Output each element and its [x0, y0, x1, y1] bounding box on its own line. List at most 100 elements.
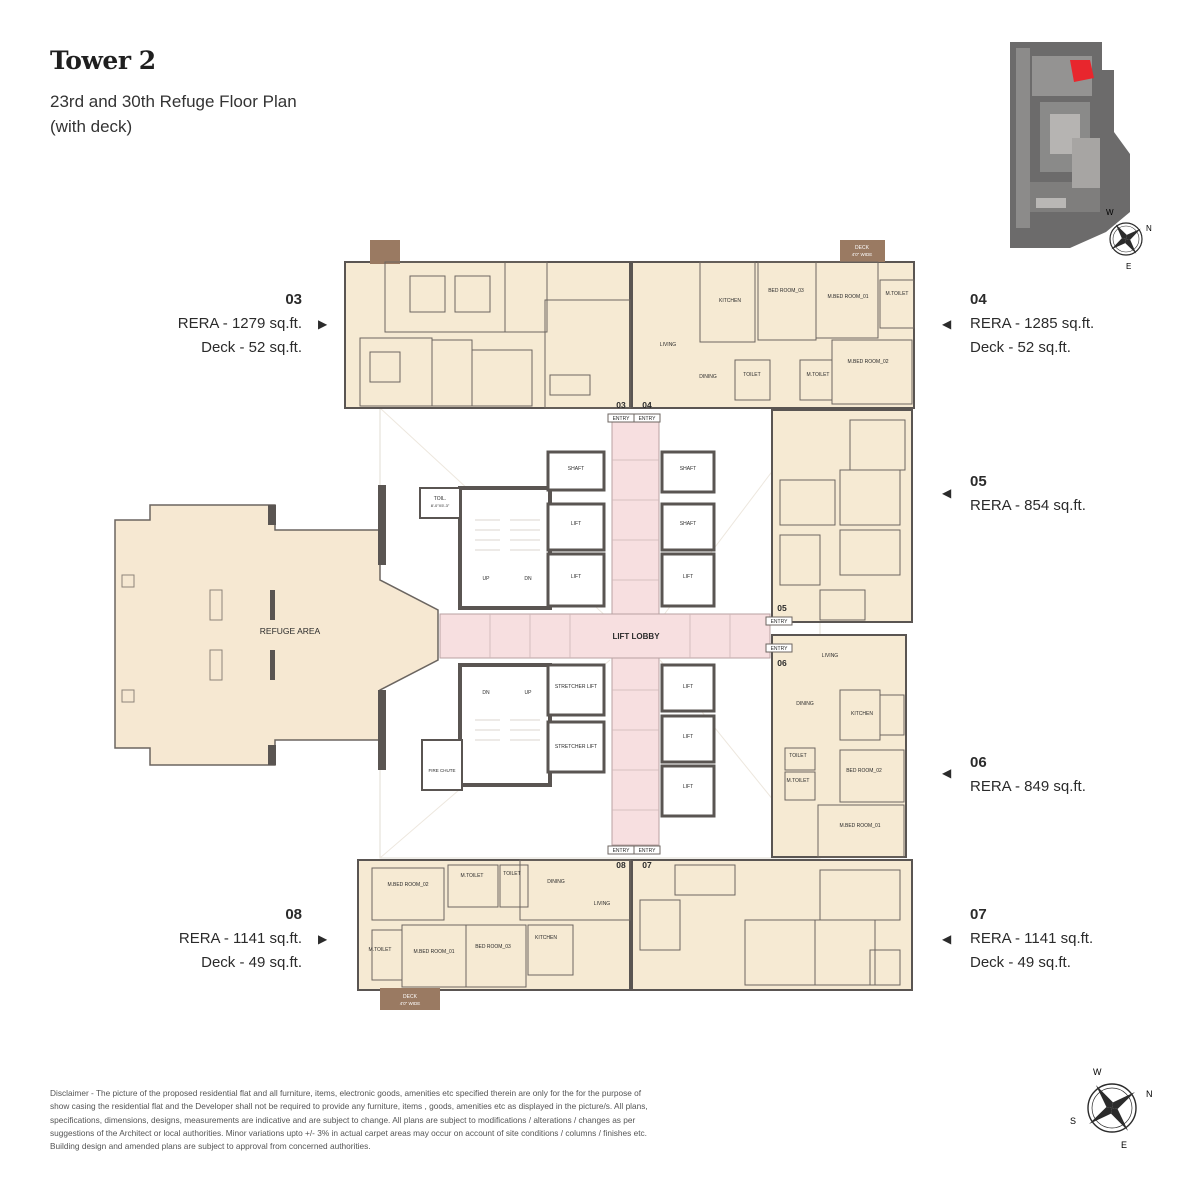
tag-06: 06 — [777, 658, 787, 668]
lift-label-6: LIFT — [683, 784, 693, 790]
m-bed-room-01-label-08: M.BED ROOM_01 — [413, 949, 454, 955]
unit-07-rera: RERA - 1141 sq.ft. — [970, 930, 1094, 947]
unit-04-rera: RERA - 1285 sq.ft. — [970, 315, 1095, 332]
entry-03-label: ENTRY — [613, 416, 631, 422]
entry-05-label: ENTRY — [771, 619, 789, 625]
unit-04-deck: Deck - 52 sq.ft. — [970, 339, 1071, 356]
entry-07-label: ENTRY — [639, 848, 657, 854]
m-toilet-label-06: M.TOILET — [787, 778, 810, 784]
lift-label-4: LIFT — [683, 684, 693, 690]
unit-06-rera: RERA - 849 sq.ft. — [970, 778, 1086, 795]
tag-05: 05 — [777, 603, 787, 613]
unit-08-info: 08 RERA - 1141 sq.ft. Deck - 49 sq.ft. — [179, 903, 302, 975]
living-label-04: LIVING — [660, 342, 677, 348]
compass-large-s: S — [1070, 1116, 1076, 1126]
lift-label-3: LIFT — [683, 574, 693, 580]
stair-dn-2: DN — [482, 690, 490, 696]
key-plan-highlight — [1070, 60, 1094, 82]
toilet-label-06: TOILET — [789, 753, 806, 759]
compass-small-w: W — [1106, 208, 1114, 217]
compass-icon-large: W N S E — [1070, 1067, 1153, 1150]
stretcher-lift-label-2: STRETCHER LIFT — [555, 744, 597, 750]
unit-04-number: 04 — [970, 291, 987, 308]
apartment-04-shape — [631, 261, 915, 409]
unit-07-number: 07 — [970, 906, 987, 923]
m-toilet-label-08b: M.TOILET — [369, 947, 392, 953]
refuge-area-shape — [114, 504, 439, 766]
kitchen-label-08: KITCHEN — [535, 935, 557, 941]
apartment-07-shape — [631, 859, 913, 991]
m-bed-room-02-label-04: M.BED ROOM_02 — [847, 359, 888, 365]
toilet-label-04: TOILET — [743, 372, 760, 378]
unit-08-arrow-icon: ▶ — [318, 932, 328, 946]
unit-08-rera: RERA - 1141 sq.ft. — [178, 930, 302, 947]
living-label-08: LIVING — [594, 901, 611, 907]
unit-03-rera: RERA - 1279 sq.ft. — [177, 315, 302, 332]
unit-08-deck: Deck - 49 sq.ft. — [201, 954, 302, 971]
unit-05-rera: RERA - 854 sq.ft. — [970, 497, 1086, 514]
m-toilet-label-04b: M.TOILET — [807, 372, 830, 378]
shaft-label-1: SHAFT — [568, 466, 584, 472]
deck-top-size: 4'0" WIDE — [852, 252, 872, 257]
bed-room-02-label-06: BED ROOM_02 — [846, 768, 882, 774]
fire-chute-label: FIRE CHUTE — [429, 768, 456, 773]
unit-07-deck: Deck - 49 sq.ft. — [970, 954, 1071, 971]
tag-08: 08 — [616, 860, 626, 870]
deck-bottom-label: DECK — [403, 994, 418, 1000]
toil-label: TOIL. — [434, 496, 446, 502]
tag-04: 04 — [642, 400, 652, 410]
refuge-area-label: REFUGE AREA — [260, 626, 321, 636]
compass-icon-small: W N E — [1106, 208, 1152, 271]
apartment-03-shape — [344, 261, 631, 409]
floor-subtitle-line1: 23rd and 30th Refuge Floor Plan — [50, 92, 297, 111]
disclaimer-text: Disclaimer - The picture of the proposed… — [50, 1088, 648, 1152]
living-label-06: LIVING — [822, 653, 839, 659]
unit-06-number: 06 — [970, 754, 987, 771]
deck-bottom-size: 4'0" WIDE — [400, 1001, 420, 1006]
kitchen-label-06: KITCHEN — [851, 711, 873, 717]
m-bed-room-02-label-08: M.BED ROOM_02 — [387, 882, 428, 888]
deck-top-label: DECK — [855, 245, 870, 251]
floor-subtitle: 23rd and 30th Refuge Floor Plan (with de… — [50, 89, 297, 139]
unit-07-arrow-icon: ◀ — [942, 932, 952, 946]
apartment-05-shape — [771, 409, 913, 623]
stair-up-2: UP — [525, 690, 533, 696]
lift-lobby-label: LIFT LOBBY — [612, 632, 660, 641]
toil-size: 8'-0"X5'-3" — [431, 503, 450, 508]
dining-label-04: DINING — [699, 374, 717, 380]
lift-label-1: LIFT — [571, 521, 581, 527]
toilet-label-08: TOILET — [503, 871, 520, 877]
entry-08-label: ENTRY — [613, 848, 631, 854]
compass-large-n: N — [1146, 1089, 1153, 1099]
unit-03-arrow-icon: ▶ — [318, 317, 328, 331]
unit-04-arrow-icon: ◀ — [942, 317, 952, 331]
compass-small-e: E — [1126, 262, 1131, 271]
unit-06-arrow-icon: ◀ — [942, 766, 952, 780]
unit-08-number: 08 — [285, 906, 302, 923]
m-toilet-label-08: M.TOILET — [461, 873, 484, 879]
stretcher-lift-label-1: STRETCHER LIFT — [555, 684, 597, 690]
unit-06-info: 06 RERA - 849 sq.ft. — [970, 751, 1086, 799]
compass-large-e: E — [1121, 1140, 1127, 1150]
unit-05-number: 05 — [970, 473, 987, 490]
shaft-label-3: SHAFT — [680, 521, 696, 527]
m-toilet-label-04: M.TOILET — [886, 291, 909, 297]
entry-04-label: ENTRY — [639, 416, 657, 422]
unit-03-info: 03 RERA - 1279 sq.ft. Deck - 52 sq.ft. — [178, 288, 302, 360]
dining-label-06: DINING — [796, 701, 814, 707]
dining-label-08: DINING — [547, 879, 565, 885]
unit-03-deck: Deck - 52 sq.ft. — [201, 339, 302, 356]
kitchen-label-04: KITCHEN — [719, 298, 741, 304]
floor-subtitle-line2: (with deck) — [50, 117, 133, 136]
m-bed-room-01-label-04: M.BED ROOM_01 — [827, 294, 868, 300]
tag-07: 07 — [642, 860, 652, 870]
compass-small-n: N — [1146, 224, 1152, 233]
lift-label-5: LIFT — [683, 734, 693, 740]
bed-room-03-label-04: BED ROOM_03 — [768, 288, 804, 294]
key-plan-image — [1010, 42, 1130, 248]
tower-title: Tower 2 — [50, 46, 156, 75]
stair-up-1: UP — [483, 576, 491, 582]
lift-label-2: LIFT — [571, 574, 581, 580]
entry-06-label: ENTRY — [771, 646, 789, 652]
